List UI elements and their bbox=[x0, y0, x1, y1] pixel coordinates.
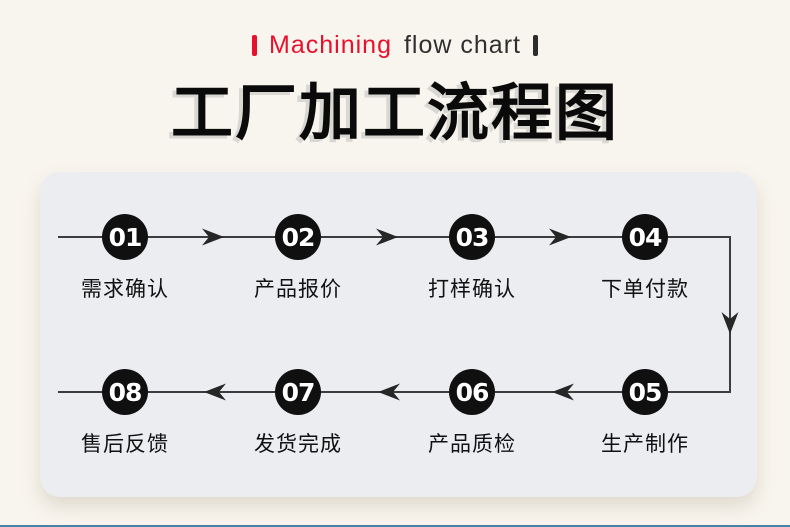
tagline-left-bar bbox=[252, 34, 258, 56]
flow-step-label: 需求确认 bbox=[81, 278, 169, 301]
flowchart-card: 01 02 03 04 05 06 07 08 需求确认 产品报价 打样确认 下… bbox=[40, 172, 757, 497]
tagline-rest: flow chart bbox=[403, 30, 521, 59]
arrow-left-icon bbox=[552, 383, 574, 401]
arrow-left-icon bbox=[378, 383, 400, 401]
flow-node-01: 01 bbox=[102, 214, 148, 260]
tagline: Machining flow chart bbox=[0, 30, 790, 60]
arrow-down-icon bbox=[721, 312, 739, 334]
bottom-section-divider bbox=[0, 525, 790, 527]
flow-node-07: 07 bbox=[275, 369, 321, 415]
tagline-highlight: Machining bbox=[269, 30, 392, 59]
flow-node-05: 05 bbox=[622, 369, 668, 415]
tagline-right-bar bbox=[532, 34, 538, 56]
arrow-right-icon bbox=[202, 228, 224, 246]
flow-connector-lines bbox=[58, 228, 739, 401]
flow-node-08: 08 bbox=[102, 369, 148, 415]
arrow-right-icon bbox=[376, 228, 398, 246]
flow-node-02: 02 bbox=[275, 214, 321, 260]
flow-step-label: 发货完成 bbox=[254, 433, 342, 456]
flow-node-04: 04 bbox=[622, 214, 668, 260]
flow-step-label: 生产制作 bbox=[601, 433, 689, 456]
arrow-left-icon bbox=[204, 383, 226, 401]
flow-step-label: 打样确认 bbox=[428, 278, 516, 301]
flow-step-label: 产品质检 bbox=[428, 433, 516, 456]
flow-step-label: 产品报价 bbox=[254, 278, 342, 301]
flow-node-06: 06 bbox=[449, 369, 495, 415]
flow-node-03: 03 bbox=[449, 214, 495, 260]
page-title: 工厂加工流程图 bbox=[170, 79, 619, 148]
flow-step-label: 下单付款 bbox=[601, 278, 689, 301]
flow-step-label: 售后反馈 bbox=[81, 433, 169, 456]
arrow-right-icon bbox=[549, 228, 571, 246]
